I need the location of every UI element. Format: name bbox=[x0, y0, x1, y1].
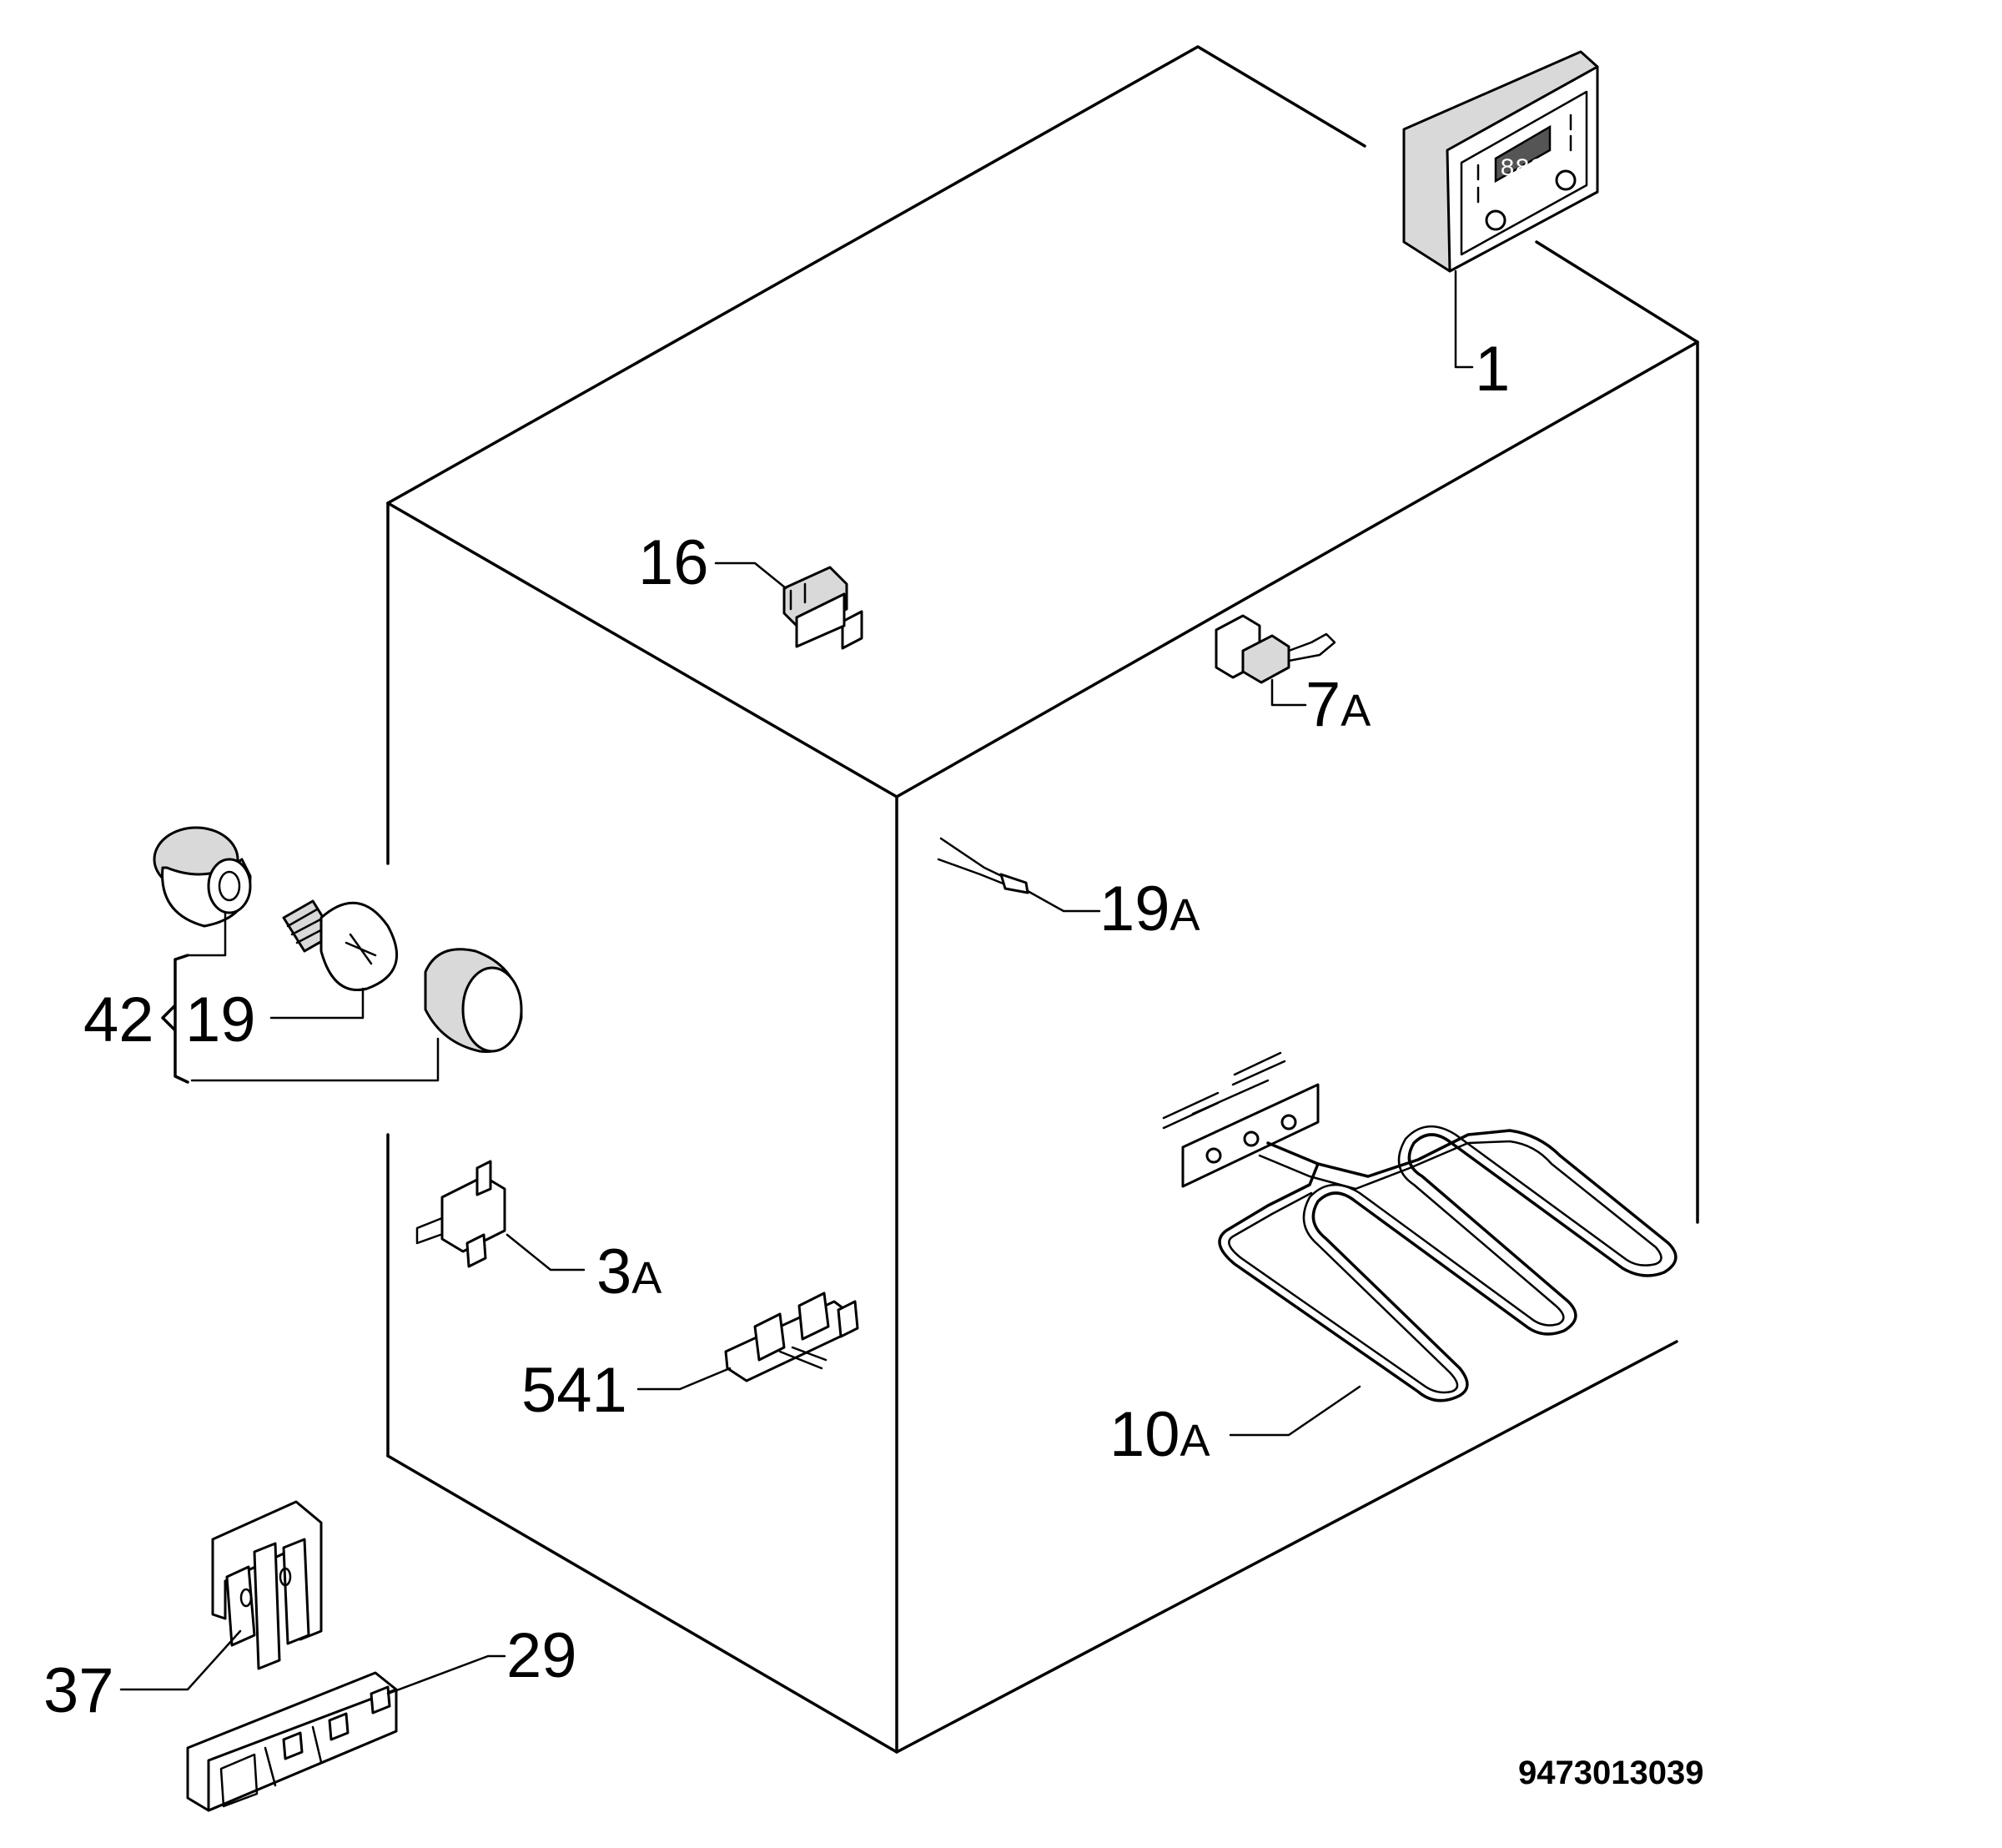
leader-7a bbox=[1270, 678, 1307, 707]
label-3a: 3A bbox=[596, 1236, 661, 1307]
label-19: 19 bbox=[185, 984, 256, 1055]
label-42: 42 bbox=[83, 984, 154, 1055]
leader-19a bbox=[1026, 889, 1101, 913]
label-16: 16 bbox=[638, 527, 709, 598]
leader-10a bbox=[1229, 1385, 1361, 1437]
microswitch-7a bbox=[1215, 614, 1336, 684]
drawing-code: 9473013039 bbox=[1518, 1755, 1703, 1791]
leader-3a bbox=[506, 1233, 586, 1271]
label-7a-num: 7 bbox=[1305, 669, 1341, 740]
cabinet-outline bbox=[386, 45, 1699, 1754]
brace-42 bbox=[161, 954, 189, 1084]
knob-right bbox=[1555, 169, 1577, 191]
leader-29 bbox=[386, 1654, 506, 1695]
label-19a: 19A bbox=[1099, 874, 1200, 944]
lamp-glass-cover bbox=[424, 948, 523, 1053]
label-541: 541 bbox=[521, 1355, 627, 1426]
knob-left bbox=[1485, 209, 1507, 231]
leader-1 bbox=[1454, 269, 1474, 369]
display-digits: 8888 bbox=[1500, 155, 1560, 184]
label-3a-suffix: A bbox=[631, 1253, 661, 1303]
label-19a-suffix: A bbox=[1170, 890, 1200, 940]
bracket-37 bbox=[211, 1500, 323, 1670]
terminal-block-541 bbox=[724, 1292, 859, 1382]
label-10a: 10A bbox=[1109, 1399, 1210, 1470]
label-7a-suffix: A bbox=[1341, 686, 1371, 736]
leader-19 bbox=[269, 987, 365, 1020]
label-7a: 7A bbox=[1305, 669, 1371, 740]
label-3a-num: 3 bbox=[596, 1236, 631, 1307]
probe-sensor-19a bbox=[937, 837, 1029, 894]
switch-16 bbox=[782, 566, 863, 650]
heating-element-10a bbox=[1162, 1051, 1678, 1402]
timer-display-module: 8888 bbox=[1402, 50, 1599, 273]
label-19a-num: 19 bbox=[1099, 874, 1170, 944]
label-37: 37 bbox=[43, 1655, 114, 1726]
leader-42-bottom bbox=[190, 1037, 440, 1082]
ignition-generator-29 bbox=[186, 1671, 398, 1812]
leader-16 bbox=[714, 561, 787, 590]
thermal-cutout-3a bbox=[415, 1160, 506, 1268]
leader-541 bbox=[636, 1367, 732, 1391]
lamp-bulb-19 bbox=[282, 899, 399, 991]
leader-37 bbox=[119, 1629, 242, 1691]
label-10a-num: 10 bbox=[1109, 1399, 1180, 1470]
label-1: 1 bbox=[1475, 334, 1510, 405]
lamp-socket bbox=[153, 826, 252, 928]
leader-42-top bbox=[186, 912, 227, 957]
label-29: 29 bbox=[506, 1620, 577, 1691]
label-10a-suffix: A bbox=[1180, 1416, 1210, 1466]
